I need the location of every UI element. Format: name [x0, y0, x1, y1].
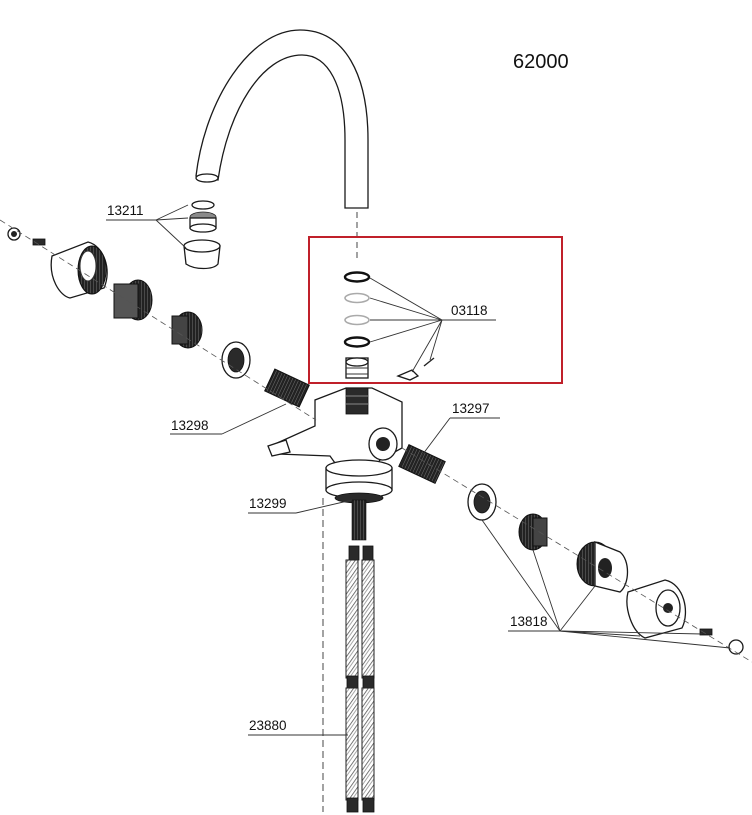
aerator-assembly	[183, 200, 221, 270]
highlight-box	[308, 236, 563, 384]
label-13818: 13818	[510, 614, 548, 629]
supply-hoses	[345, 545, 375, 813]
label-13297: 13297	[452, 401, 490, 416]
label-13298-leader	[170, 403, 287, 435]
label-03118-leader	[369, 277, 496, 373]
label-13297-leader	[419, 417, 500, 459]
right-handle-parts	[398, 444, 752, 663]
model-number: 62000	[513, 51, 569, 73]
faucet-body	[274, 387, 403, 812]
spout-seals	[343, 271, 435, 381]
body-lever	[267, 439, 291, 457]
label-13299-leader	[248, 499, 353, 514]
left-handle-parts	[0, 219, 317, 421]
label-13818-leader	[481, 519, 731, 649]
label-13211: 13211	[107, 203, 144, 218]
spout	[195, 29, 369, 262]
label-03118: 03118	[451, 303, 488, 318]
label-13211-leader	[106, 204, 189, 249]
label-13299: 13299	[249, 496, 287, 511]
label-23880: 23880	[249, 718, 287, 733]
label-13298: 13298	[171, 418, 209, 433]
